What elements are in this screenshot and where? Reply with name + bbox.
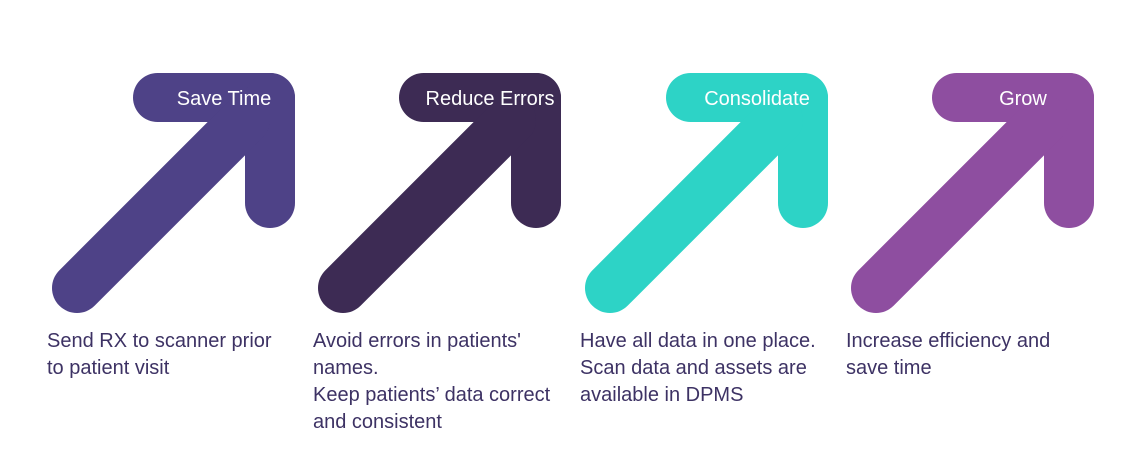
up-right-arrow-graphic: Reduce Errors: [318, 73, 561, 313]
step-description: Increase efficiency and save time: [846, 330, 1051, 379]
step-column-consolidate: Consolidate Have all data in one place. …: [580, 73, 842, 409]
up-right-arrow-graphic: Grow: [851, 73, 1094, 313]
step-column-save-time: Save Time Send RX to scanner prior to pa…: [47, 73, 309, 382]
up-right-arrow-graphic: Save Time: [52, 73, 295, 313]
up-right-arrow-graphic: Consolidate: [585, 73, 828, 313]
arrow-shaft: [585, 95, 803, 313]
arrow-label: Grow: [999, 88, 1047, 110]
step-description: Send RX to scanner prior to patient visi…: [47, 330, 272, 379]
step-description: Avoid errors in patients' names. Keep pa…: [313, 330, 551, 433]
step-description: Have all data in one place. Scan data an…: [580, 330, 816, 406]
arrow-shaft: [851, 95, 1069, 313]
step-column-reduce-errors: Reduce Errors Avoid errors in patients' …: [313, 73, 575, 436]
arrow-shaft: [52, 95, 270, 313]
arrow-shaft: [318, 95, 536, 313]
arrow-label: Reduce Errors: [426, 88, 555, 110]
step-column-grow: Grow Increase efficiency and save time: [846, 73, 1108, 382]
arrow-label: Save Time: [177, 88, 271, 110]
arrow-label: Consolidate: [704, 88, 810, 110]
